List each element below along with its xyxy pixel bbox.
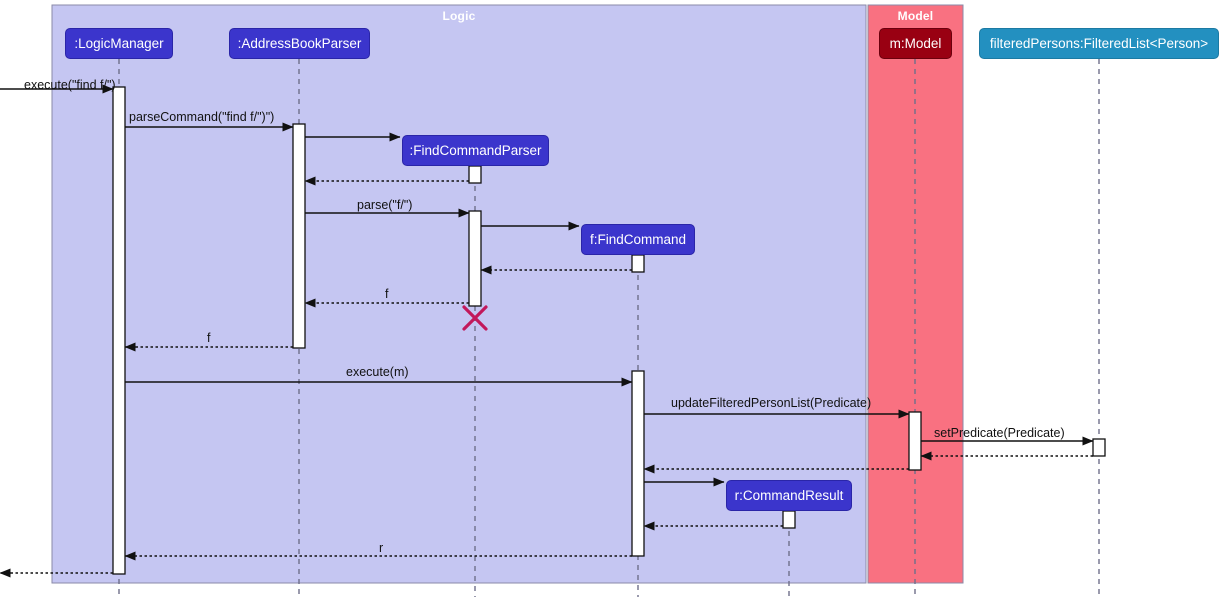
message-label-m8: f [385, 287, 389, 301]
activation-act-findcommand-create [631, 254, 645, 273]
message-label-m1: execute("find f/") [24, 78, 116, 92]
activation-act-commandresult [782, 510, 796, 529]
message-label-m11: updateFilteredPersonList(Predicate) [671, 396, 872, 410]
participant-commandresult[interactable]: r:CommandResult [726, 480, 852, 511]
activation-act-findcommandparser-parse [468, 210, 482, 307]
activation-act-findcommand-execute [631, 370, 645, 557]
destruction-marker-findcommandparser [462, 305, 488, 331]
participant-model_obj[interactable]: m:Model [879, 28, 952, 59]
activation-act-model [908, 411, 922, 471]
participant-addressbookparser[interactable]: :AddressBookParser [229, 28, 370, 59]
activation-act-filteredpersons [1092, 438, 1106, 457]
participant-findcommandparser[interactable]: :FindCommandParser [402, 135, 549, 166]
participant-filteredpersons[interactable]: filteredPersons:FilteredList<Person> [979, 28, 1219, 59]
participant-logicmanager[interactable]: :LogicManager [65, 28, 173, 59]
message-label-m10: execute(m) [346, 365, 409, 379]
activation-act-addressbookparser [292, 123, 306, 349]
message-label-m17: r [379, 541, 384, 555]
activation-act-logicmanager [112, 86, 126, 575]
message-label-m5: parse("f/") [357, 198, 413, 212]
participant-findcommand[interactable]: f:FindCommand [581, 224, 695, 255]
message-label-m2: parseCommand("find f/")") [129, 110, 275, 124]
message-label-m9: f [207, 331, 211, 345]
activation-act-findcommandparser-create [468, 165, 482, 184]
message-label-m12: setPredicate(Predicate) [934, 426, 1065, 440]
